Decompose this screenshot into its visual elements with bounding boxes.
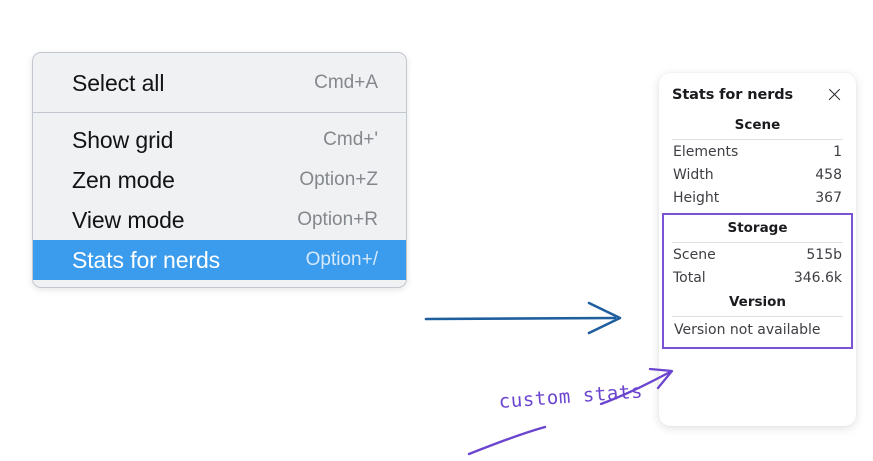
handwritten-annotation-label: custom stats bbox=[498, 380, 644, 413]
stat-row-height: Height 367 bbox=[672, 186, 843, 209]
stat-value: 515b bbox=[806, 246, 842, 263]
stats-section-scene: Scene Elements 1 Width 458 Height 367 bbox=[672, 112, 843, 209]
stat-value: 1 bbox=[833, 143, 842, 160]
stat-row-storage-total: Total 346.6k bbox=[672, 266, 843, 289]
section-rule bbox=[672, 242, 843, 243]
stat-value: 346.6k bbox=[793, 269, 842, 286]
close-icon[interactable] bbox=[826, 86, 843, 103]
section-heading-version: Version bbox=[728, 294, 787, 310]
menu-item-label: Zen mode bbox=[72, 166, 175, 193]
stat-label: Height bbox=[673, 189, 720, 206]
menu-item-label: Select all bbox=[72, 69, 165, 96]
section-rule bbox=[672, 316, 843, 317]
version-value: Version not available bbox=[674, 322, 821, 338]
stat-value: 367 bbox=[815, 189, 842, 206]
stats-panel-title: Stats for nerds bbox=[672, 86, 794, 103]
menu-item-label: Show grid bbox=[72, 126, 174, 153]
stats-section-storage: Storage Scene 515b Total 346.6k bbox=[672, 215, 843, 289]
stat-row-elements: Elements 1 bbox=[672, 140, 843, 163]
custom-stats-highlight-box: Storage Scene 515b Total 346.6k Version … bbox=[662, 213, 853, 349]
menu-item-select-all[interactable]: Select all Cmd+A bbox=[33, 63, 406, 103]
menu-item-shortcut: Option+R bbox=[297, 209, 378, 230]
stat-value: 458 bbox=[815, 166, 842, 183]
menu-item-show-grid[interactable]: Show grid Cmd+' bbox=[33, 120, 406, 160]
section-heading-scene: Scene bbox=[734, 117, 781, 133]
blue-arrow bbox=[424, 301, 622, 335]
section-rule bbox=[672, 139, 843, 140]
menu-group-top: Select all Cmd+A bbox=[33, 53, 406, 112]
menu-divider bbox=[33, 112, 406, 113]
section-heading-storage: Storage bbox=[727, 220, 788, 236]
menu-item-shortcut: Option+Z bbox=[299, 169, 378, 190]
menu-item-label: View mode bbox=[72, 206, 185, 233]
menu-item-shortcut: Cmd+A bbox=[314, 72, 378, 93]
menu-group-view: Show grid Cmd+' Zen mode Option+Z View m… bbox=[33, 113, 406, 287]
menu-item-label: Stats for nerds bbox=[72, 246, 221, 273]
menu-item-stats-for-nerds[interactable]: Stats for nerds Option+/ bbox=[33, 240, 406, 280]
stat-row-storage-scene: Scene 515b bbox=[672, 243, 843, 266]
stat-label: Scene bbox=[673, 246, 716, 263]
stat-label: Width bbox=[673, 166, 714, 183]
menu-item-shortcut: Cmd+' bbox=[323, 129, 378, 150]
menu-item-shortcut: Option+/ bbox=[305, 249, 378, 270]
context-menu[interactable]: Select all Cmd+A Show grid Cmd+' Zen mod… bbox=[32, 52, 407, 288]
menu-item-view-mode[interactable]: View mode Option+R bbox=[33, 200, 406, 240]
stats-panel-header: Stats for nerds bbox=[672, 86, 843, 103]
purple-underline-stroke bbox=[467, 425, 547, 456]
stat-label: Total bbox=[673, 269, 706, 286]
stat-label: Elements bbox=[673, 143, 739, 160]
stat-row-width: Width 458 bbox=[672, 163, 843, 186]
stats-section-version: Version Version not available bbox=[672, 289, 843, 341]
menu-item-zen-mode[interactable]: Zen mode Option+Z bbox=[33, 160, 406, 200]
stats-for-nerds-panel: Stats for nerds Scene Elements 1 Width 4… bbox=[659, 73, 856, 426]
